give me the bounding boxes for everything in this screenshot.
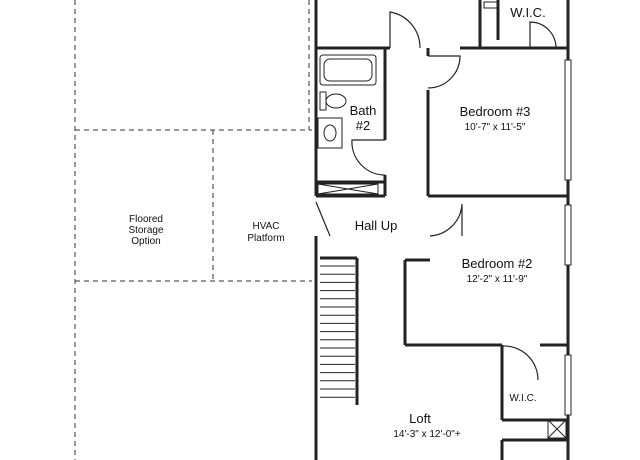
storage-label-line2: Storage bbox=[128, 225, 163, 236]
bath2-label-line1: Bath bbox=[350, 103, 377, 118]
hall-label: Hall Up bbox=[355, 218, 398, 233]
staircase bbox=[320, 265, 355, 398]
hvac-label-line1: HVAC bbox=[252, 221, 279, 232]
bathtub-icon bbox=[319, 54, 377, 86]
bedroom2-dims: 12'-2" x 11'-9" bbox=[467, 274, 528, 285]
storage-label-line3: Option bbox=[131, 236, 160, 247]
wic-bottom-label: W.I.C. bbox=[509, 393, 536, 404]
windows bbox=[564, 59, 572, 416]
closet-boxes bbox=[483, 1, 567, 439]
loft-label: Loft bbox=[409, 411, 431, 426]
door-swings bbox=[315, 11, 557, 381]
loft-dims: 14'-3" x 12'-0"+ bbox=[393, 429, 461, 440]
linen-closet-icon bbox=[317, 183, 379, 195]
attic-dashed-outline bbox=[74, 0, 312, 460]
toilet-tank-icon bbox=[319, 91, 327, 111]
bedroom3-label: Bedroom #3 bbox=[460, 104, 531, 119]
bedroom3-dims: 10'-7" x 11'-5" bbox=[465, 122, 526, 133]
bedroom2-label: Bedroom #2 bbox=[462, 256, 533, 271]
hvac-label-line2: Platform bbox=[247, 233, 284, 244]
wic-top-label: W.I.C. bbox=[510, 5, 545, 20]
toilet-icon bbox=[325, 93, 347, 109]
vanity-icon bbox=[317, 117, 343, 149]
bath2-label-line2: #2 bbox=[356, 118, 370, 133]
sink-icon bbox=[323, 124, 337, 142]
storage-label-line1: Floored bbox=[129, 214, 163, 225]
bath-fixtures bbox=[317, 54, 379, 195]
